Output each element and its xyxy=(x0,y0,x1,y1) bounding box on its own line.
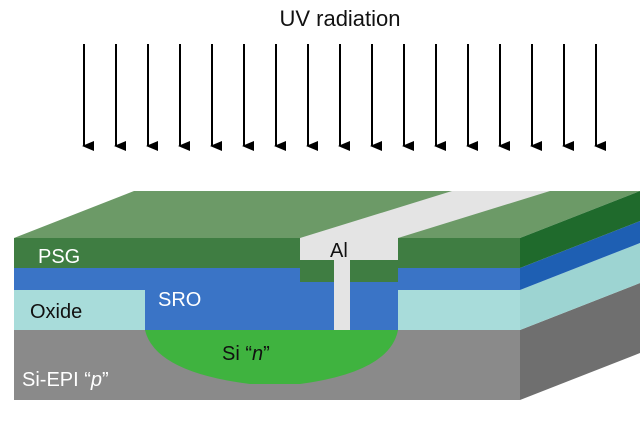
si-epi-label: Si-EPI “p” xyxy=(22,369,109,391)
al-stripe-top xyxy=(300,191,550,238)
sro-label: SRO xyxy=(158,289,201,311)
oxide-label: Oxide xyxy=(30,301,82,323)
si-n-label-prefix: Si “ xyxy=(222,343,252,365)
al-via xyxy=(334,260,350,330)
psg-front xyxy=(14,238,520,268)
uv-arrows xyxy=(82,44,606,151)
si-n-label: Si “n” xyxy=(222,343,270,365)
si-epi-label-prefix: Si-EPI “ xyxy=(22,369,91,391)
psg-side xyxy=(520,191,640,268)
si-n-label-suffix: ” xyxy=(263,343,270,365)
uv-radiation-title: UV radiation xyxy=(279,6,400,31)
si-epi-label-italic: p xyxy=(90,369,102,391)
oxide-side xyxy=(520,243,640,330)
substrate-side xyxy=(520,283,640,400)
si-epi-label-suffix: ” xyxy=(102,369,109,391)
si-n-label-italic: n xyxy=(252,343,263,365)
psg-label: PSG xyxy=(38,246,80,268)
al-label: Al xyxy=(330,240,348,262)
sro-side xyxy=(520,221,640,290)
si-n-well xyxy=(145,330,398,384)
al-front xyxy=(300,238,398,260)
